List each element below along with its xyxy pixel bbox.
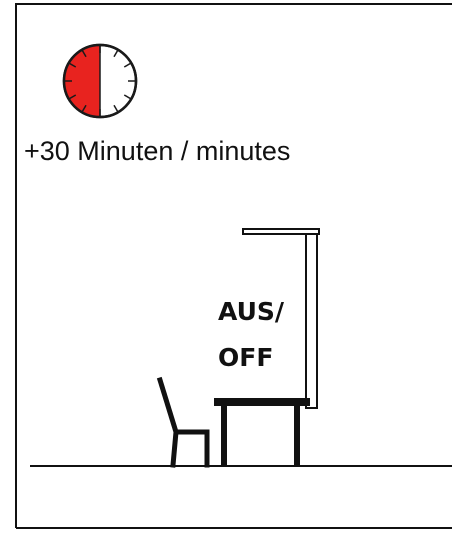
desk-top bbox=[214, 398, 310, 406]
desk-leg-left bbox=[221, 406, 227, 466]
state-label-line2: OFF bbox=[218, 341, 273, 375]
desk-leg-right bbox=[294, 406, 300, 466]
state-label-line1: AUS/ bbox=[218, 295, 284, 329]
chair-leg-front bbox=[173, 432, 176, 465]
timer-caption: +30 Minuten / minutes bbox=[24, 134, 290, 168]
lamp-pole bbox=[306, 234, 317, 408]
desk-icon bbox=[214, 398, 310, 466]
chair-icon bbox=[160, 380, 207, 465]
chair-back bbox=[160, 380, 176, 432]
timer-clock-icon bbox=[64, 45, 136, 117]
